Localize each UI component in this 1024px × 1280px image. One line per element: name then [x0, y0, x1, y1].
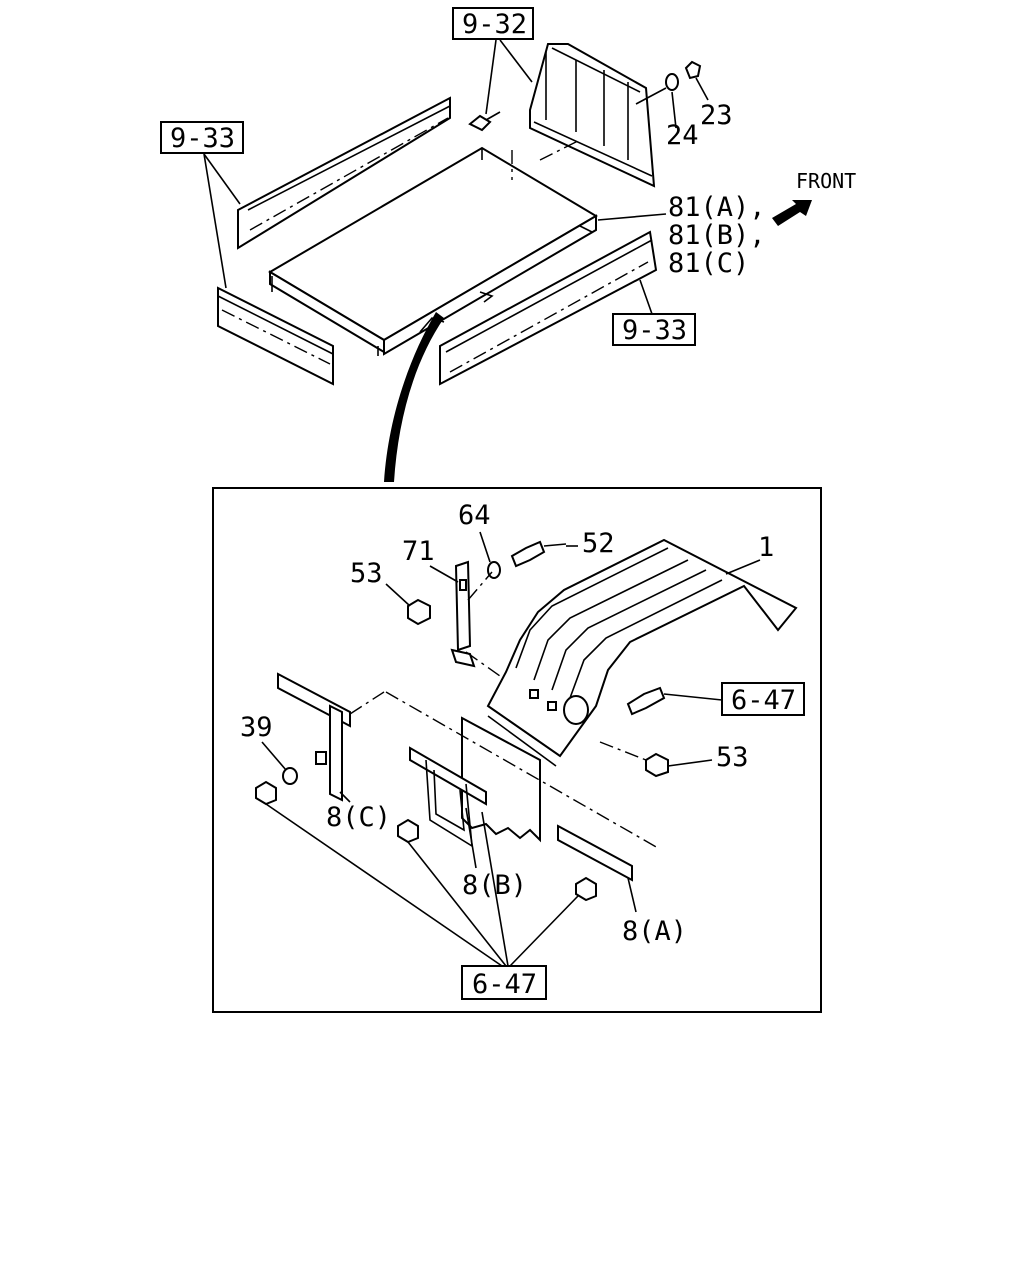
- part-8c-label: 8(C): [326, 802, 391, 833]
- bolt-6-47-icon: [626, 686, 723, 716]
- fender-part-1: [486, 538, 798, 767]
- front-direction-label: FRONT: [796, 169, 856, 193]
- washer-24-icon: [665, 73, 679, 91]
- ref-9-33-left-label: 9-33: [170, 123, 235, 154]
- upper-leader-lines: [203, 39, 709, 315]
- part-64-label: 64: [458, 500, 491, 531]
- part-53-top-label: 53: [350, 558, 383, 589]
- nut-right-bottom-icon: [575, 876, 597, 902]
- nut-left-icon: [255, 780, 277, 806]
- front-arrow-icon: [772, 200, 812, 226]
- part-53-right-label: 53: [716, 742, 749, 773]
- bracket-8c-icon: [277, 672, 351, 802]
- part-71-label: 71: [402, 536, 435, 567]
- part-1-label: 1: [758, 532, 774, 563]
- nut-middle-icon: [397, 818, 419, 844]
- ref-9-32-box: [452, 7, 534, 40]
- part-52-label: 52: [582, 528, 615, 559]
- ref-9-33-right-label: 9-33: [622, 315, 687, 346]
- ref-9-33-right-box: [612, 313, 696, 346]
- washer-39-icon: [282, 767, 298, 785]
- part-39-label: 39: [240, 712, 273, 743]
- part-81b-label: 81(B),: [668, 220, 766, 251]
- ref-6-47-bolt-label: 6-47: [731, 685, 796, 716]
- bolt-52-icon: [510, 540, 567, 568]
- nut-53-top-icon: [407, 598, 431, 626]
- ref-6-47-nuts-box: [461, 965, 547, 1000]
- detail-leader-lines: [261, 531, 761, 967]
- ref-6-47-nuts-label: 6-47: [472, 969, 537, 1000]
- headboard-guard: [529, 43, 656, 188]
- right-side-panel: [439, 230, 658, 386]
- ref-9-32-label: 9-32: [462, 9, 527, 40]
- ref-9-33-left-box: [160, 121, 244, 154]
- left-lower-side-panel: [217, 286, 334, 386]
- detail-callout-arrow: [384, 312, 444, 482]
- part-24-label: 24: [666, 120, 699, 151]
- nut-23-icon: [684, 60, 702, 80]
- ref-6-47-bolt-box: [721, 682, 805, 716]
- left-upper-side-panel: [237, 96, 451, 250]
- bracket-8a-icon: [557, 824, 633, 882]
- part-81a-label: 81(A),: [668, 192, 766, 223]
- part-8a-label: 8(A): [622, 916, 687, 947]
- part-23-label: 23: [700, 100, 733, 131]
- upper-bolt-icon: [468, 111, 501, 132]
- part-81c-label: 81(C): [668, 248, 749, 279]
- detail-centerlines: [349, 571, 659, 849]
- nut-53-right-icon: [645, 752, 669, 778]
